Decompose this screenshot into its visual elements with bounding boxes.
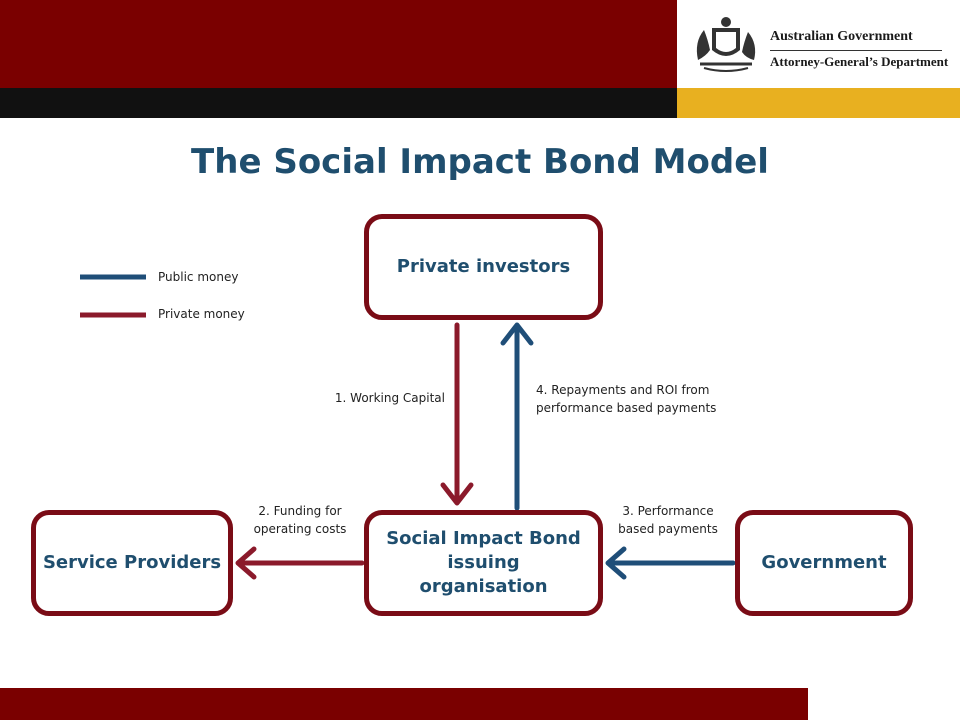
node-government-label: Government [761,551,887,573]
flow-label-repayments: 4. Repayments and ROI from performance b… [536,383,717,415]
header-gold-band [677,88,960,118]
arrow-working-capital [440,322,474,506]
flow-label-working-capital: 1. Working Capital [334,391,445,405]
logo-divider [770,50,942,51]
coat-of-arms-icon [696,17,756,72]
flow-label-performance: 3. Performance based payments [618,504,718,536]
node-private-investors-label: Private investors [396,255,571,277]
header-red-band [0,0,677,88]
node-service-providers: Service Providers [31,510,233,616]
page-title: The Social Impact Bond Model [191,142,769,182]
arrow-repayments [500,322,534,511]
node-government: Government [735,510,913,616]
node-sib-organisation: Social Impact Bond issuing organisation [364,510,603,616]
footer-band [0,688,808,720]
legend-public-label: Public money [158,270,239,284]
arrow-performance [605,546,736,580]
logo-line2: Attorney-General’s Department [770,54,949,69]
legend-private-label: Private money [158,307,245,321]
header-black-band [0,88,677,118]
node-sib-organisation-label: Social Impact Bond issuing organisation [386,527,581,598]
node-private-investors: Private investors [364,214,603,320]
arrow-funding [235,546,365,580]
logo-line1: Australian Government [770,29,913,44]
node-service-providers-label: Service Providers [42,551,222,573]
flow-label-funding: 2. Funding for operating costs [253,504,347,536]
